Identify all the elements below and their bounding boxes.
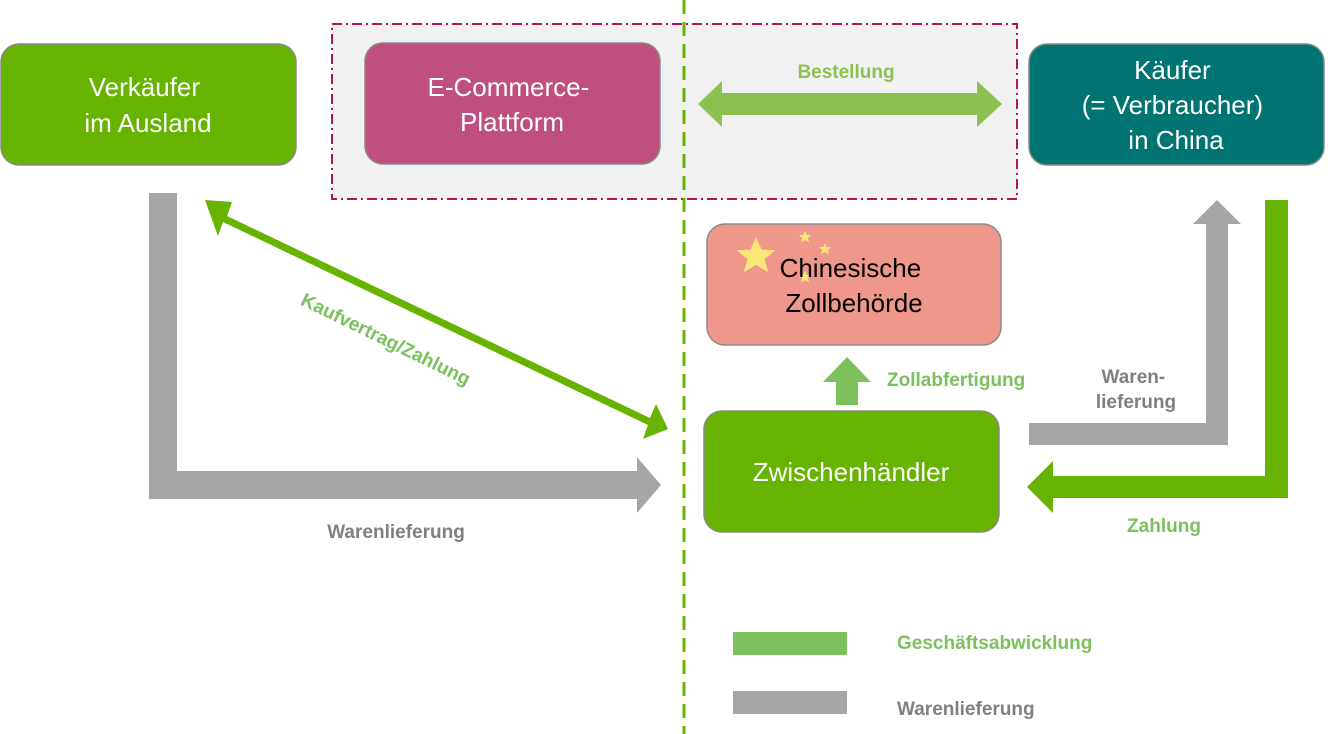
contract-payment-label: Kaufvertrag/Zahlung [297, 290, 473, 390]
legend: Geschäftsabwicklung Warenlieferung [733, 632, 1092, 720]
svg-text:E-Commerce- Plattform: E-Commerce- Plattform [427, 72, 596, 137]
small-star-icon [818, 243, 832, 255]
svg-text:Käufer (= Verbraucher): Käufer (= Verbraucher) in China [1082, 55, 1271, 155]
seller-label-line1: Verkäufer [89, 72, 201, 102]
legend-swatch-business [733, 632, 847, 655]
svg-text:Chinesische Zollbehörde: Chinesische Zollbehörde [780, 253, 929, 318]
buyer-label-line2: (= Verbraucher) [1082, 90, 1263, 120]
svg-text:Zwischenhändler: Zwischenhändler [753, 457, 950, 487]
delivery-right-label-line1: Waren- [1102, 367, 1166, 388]
delivery-left-label: Warenlieferung [327, 522, 465, 543]
seller-label-line2: im Ausland [84, 108, 211, 138]
customs-label-line2: Zollbehörde [785, 288, 922, 318]
legend-swatch-goods [733, 691, 847, 714]
delivery-right-label-line2: lieferung [1096, 392, 1176, 413]
buyer-label-line3: in China [1128, 125, 1224, 155]
order-double-arrow [698, 81, 1002, 127]
china-flag-stars-icon [736, 231, 832, 283]
intermediary-label: Zwischenhändler [753, 457, 950, 487]
small-star-icon [798, 231, 812, 243]
seller-node: Verkäufer im Ausland [0, 43, 297, 166]
buyer-label-line1: Käufer [1134, 55, 1211, 85]
svg-text:Waren- lieferung: Waren- lieferung [1096, 367, 1176, 413]
platform-node: E-Commerce- Plattform [364, 42, 661, 165]
payment-label: Zahlung [1127, 516, 1201, 537]
small-star-icon [798, 271, 812, 283]
svg-text:Verkäufer im Ausland: Verkäufer im Ausland [84, 72, 211, 138]
order-label: Bestellung [797, 62, 894, 83]
customs-clearance-arrow [823, 357, 871, 405]
customs-node: Chinesische Zollbehörde [706, 223, 1002, 346]
legend-label-goods: Warenlieferung [897, 699, 1035, 720]
customs-label-line1: Chinesische [780, 253, 922, 283]
large-star-icon [736, 237, 776, 273]
intermediary-node: Zwischenhändler [703, 410, 1000, 533]
delivery-left-arrow [149, 193, 661, 513]
buyer-node: Käufer (= Verbraucher) in China [1028, 43, 1325, 166]
platform-label-line2: Plattform [460, 107, 564, 137]
payment-arrow [1027, 200, 1288, 513]
legend-label-business: Geschäftsabwicklung [897, 633, 1092, 654]
delivery-right-arrow [1029, 200, 1241, 445]
customs-clearance-label: Zollabfertigung [887, 370, 1025, 391]
platform-label-line1: E-Commerce- [427, 72, 589, 102]
contract-payment-double-arrow [205, 200, 668, 439]
